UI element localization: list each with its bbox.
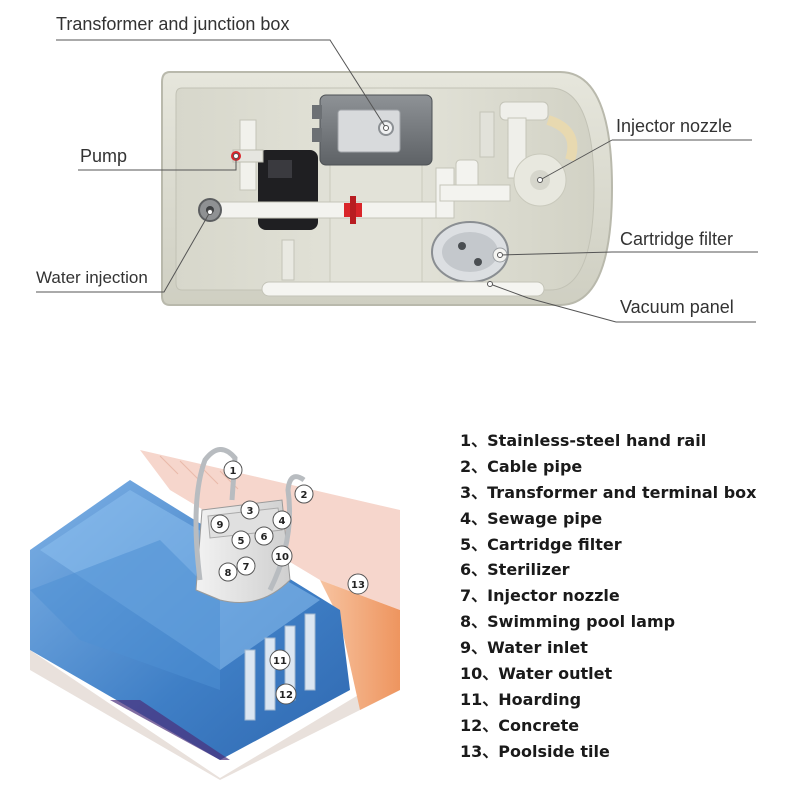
vacuum-panel-pipe [262, 282, 544, 296]
equipment-photo-figure: Transformer and junction box Pump Inject… [0, 0, 800, 330]
callout-pump: Pump [80, 146, 127, 167]
legend-item: 1、Stainless-steel hand rail [460, 428, 757, 454]
callout-transformer-junction-box: Transformer and junction box [56, 14, 289, 35]
legend-item: 13、Poolside tile [460, 739, 757, 765]
legend-item: 4、Sewage pipe [460, 506, 757, 532]
svg-text:6: 6 [261, 532, 268, 543]
legend-item: 7、Injector nozzle [460, 583, 757, 609]
svg-text:5: 5 [238, 536, 245, 547]
legend-item: 6、Sterilizer [460, 557, 757, 583]
svg-text:11: 11 [273, 656, 287, 667]
marker-5: 5 [232, 531, 250, 549]
svg-text:4: 4 [279, 516, 286, 527]
svg-text:2: 2 [301, 490, 308, 501]
svg-text:3: 3 [247, 506, 254, 517]
svg-text:12: 12 [279, 690, 293, 701]
legend-item: 8、Swimming pool lamp [460, 609, 757, 635]
svg-text:1: 1 [230, 466, 237, 477]
marker-11: 11 [270, 650, 290, 670]
legend-item: 2、Cable pipe [460, 454, 757, 480]
marker-7: 7 [237, 557, 255, 575]
callout-injector-nozzle: Injector nozzle [616, 116, 732, 137]
svg-text:9: 9 [217, 520, 224, 531]
marker-6: 6 [255, 527, 273, 545]
legend-item: 12、Concrete [460, 713, 757, 739]
callout-water-injection: Water injection [36, 268, 148, 288]
marker-2: 2 [295, 485, 313, 503]
center-divider [330, 160, 422, 288]
legend-item: 10、Water outlet [460, 661, 757, 687]
component-legend: 1、Stainless-steel hand rail 2、Cable pipe… [460, 428, 757, 765]
legend-item: 11、Hoarding [460, 687, 757, 713]
pool-installation-figure: 1 2 3 4 5 6 7 8 9 10 11 12 13 [20, 440, 400, 780]
legend-item: 3、Transformer and terminal box [460, 480, 757, 506]
marker-3: 3 [241, 501, 259, 519]
svg-text:13: 13 [351, 580, 365, 591]
cartridge-filter [432, 222, 508, 282]
marker-4: 4 [273, 511, 291, 529]
marker-10: 10 [272, 546, 292, 566]
marker-8: 8 [219, 563, 237, 581]
main-pipe [206, 202, 446, 218]
legend-item: 5、Cartridge filter [460, 532, 757, 558]
svg-text:8: 8 [225, 568, 232, 579]
callout-vacuum-panel: Vacuum panel [620, 297, 734, 318]
marker-9: 9 [211, 515, 229, 533]
legend-item: 9、Water inlet [460, 635, 757, 661]
marker-13: 13 [348, 574, 368, 594]
marker-1: 1 [224, 461, 242, 479]
callout-cartridge-filter: Cartridge filter [620, 229, 733, 250]
svg-text:10: 10 [275, 552, 289, 563]
marker-12: 12 [276, 684, 296, 704]
svg-text:7: 7 [243, 562, 250, 573]
pool-cutaway-illustration: 1 2 3 4 5 6 7 8 9 10 11 12 13 [20, 440, 400, 780]
